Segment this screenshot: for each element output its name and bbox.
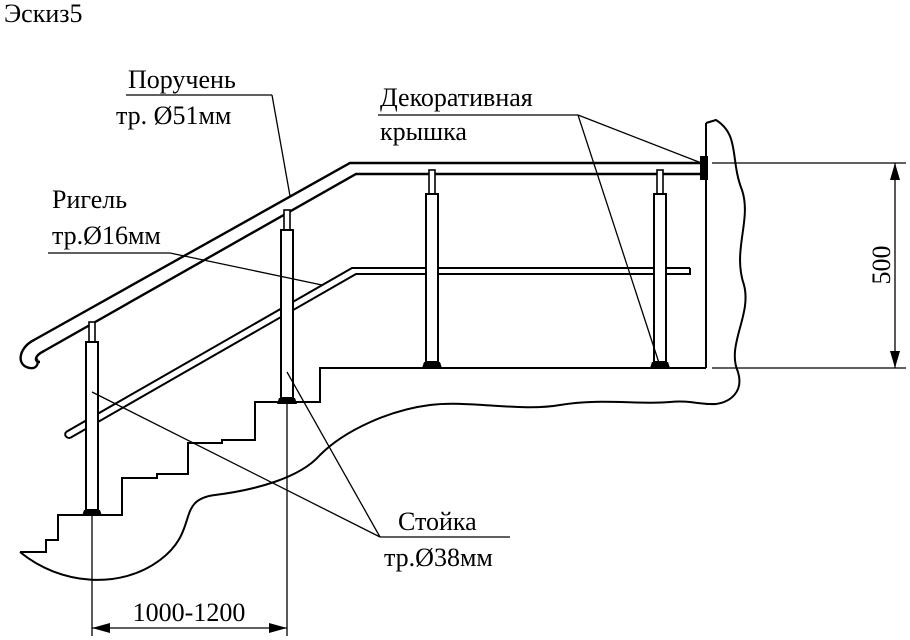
dim-500-arrow-top xyxy=(890,163,900,180)
post-4 xyxy=(650,169,670,368)
crossbar-end xyxy=(64,431,71,439)
dim-spacing-arrow-left xyxy=(92,623,110,633)
staircase-steps xyxy=(20,367,706,553)
leader-post-2 xyxy=(286,371,381,538)
label-crossbar-spec: тр.Ø16мм xyxy=(52,221,161,250)
label-handrail: Поручень xyxy=(128,65,236,94)
post-3 xyxy=(422,169,442,368)
dim-spacing-label: 1000-1200 xyxy=(133,598,246,627)
cap-dot xyxy=(700,164,708,172)
label-cap: Декоративная xyxy=(380,83,533,112)
handrail xyxy=(19,161,706,370)
leader-post-1 xyxy=(91,391,381,538)
label-post: Стойка xyxy=(398,507,477,536)
label-post-spec: тр.Ø38мм xyxy=(384,543,493,572)
post-1 xyxy=(82,321,102,516)
leader-crossbar xyxy=(169,252,323,286)
leader-cap-2 xyxy=(577,114,661,367)
leader-cap-1 xyxy=(577,114,705,165)
dim-500-arrow-bottom xyxy=(890,351,900,368)
wall xyxy=(705,118,747,405)
dim-spacing-arrow-right xyxy=(269,623,287,633)
leader-handrail xyxy=(271,94,291,197)
ground-break-line xyxy=(19,400,717,581)
handrail-inner xyxy=(34,172,706,364)
crossbar-inner xyxy=(69,268,691,439)
sketch-title: Эскиз5 xyxy=(4,0,83,28)
post-2 xyxy=(277,209,297,404)
crossbar xyxy=(65,267,690,433)
label-cap-line2: крышка xyxy=(380,117,467,146)
label-handrail-spec: тр. Ø51мм xyxy=(116,101,231,130)
dim-500-label: 500 xyxy=(867,246,896,285)
label-crossbar: Ригель xyxy=(52,185,127,214)
